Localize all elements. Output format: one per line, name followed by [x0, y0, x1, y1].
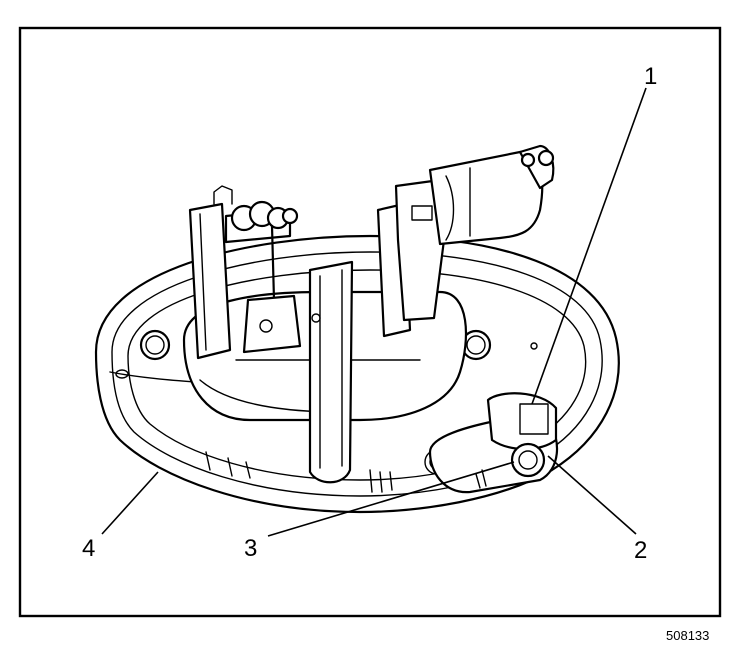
leader-4 — [101, 471, 159, 535]
figure-number: 508133 — [666, 628, 709, 643]
leader-3 — [267, 461, 515, 537]
callout-4: 4 — [82, 535, 95, 562]
lock-cylinder-assembly — [428, 392, 559, 494]
left-bracket — [188, 185, 302, 360]
leader-2 — [547, 455, 637, 535]
callout-2: 2 — [634, 537, 647, 564]
leader-lines — [101, 87, 647, 537]
leader-1 — [531, 87, 647, 405]
lock-actuator — [428, 144, 555, 246]
right-bracket — [376, 178, 446, 338]
callout-1: 1 — [644, 63, 657, 90]
figure-frame — [18, 26, 722, 618]
callout-3: 3 — [244, 535, 257, 562]
